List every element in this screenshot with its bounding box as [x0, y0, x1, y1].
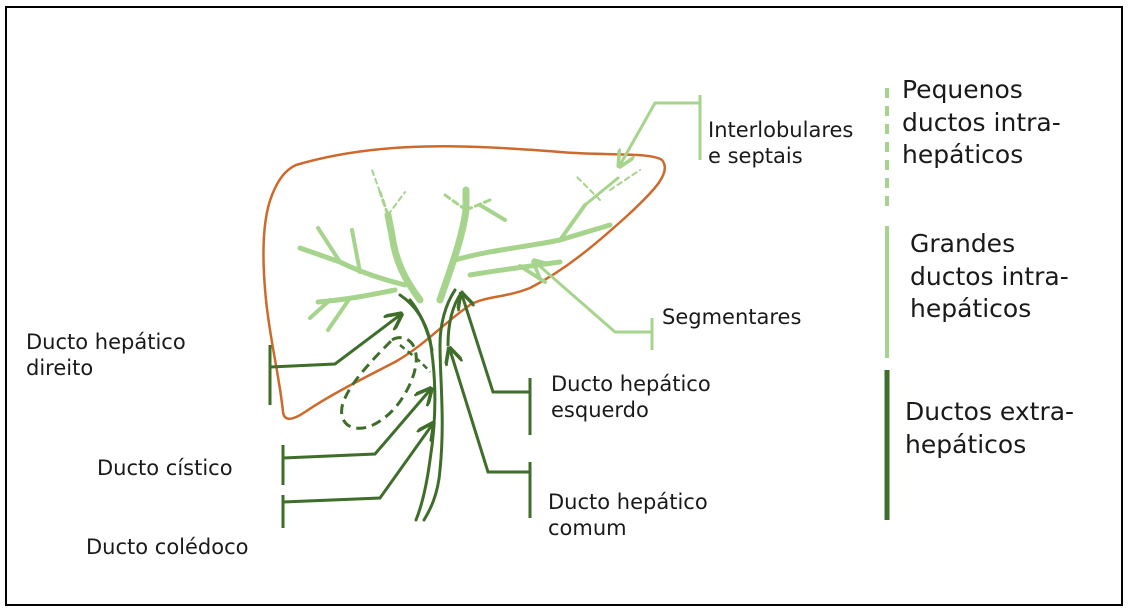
- ducto-hepatico-direito-pointer: [270, 315, 400, 405]
- label-ducto-hepatico-esquerdo: Ducto hepático esquerdo: [551, 372, 711, 423]
- ducto-cistico-pointer: [283, 390, 430, 485]
- extrahepatic-ducts: [400, 290, 462, 520]
- label-ducto-hepatico-comum: Ducto hepático comum: [548, 490, 708, 541]
- ducto-coledoco-pointer: [283, 425, 432, 528]
- label-comum-line1: Ducto hepático: [548, 490, 708, 516]
- label-direito-line2: direito: [26, 356, 186, 382]
- legend-label-extra: Ductos extra- hepáticos: [905, 396, 1074, 461]
- legend-extra-line1: Ductos extra-: [905, 396, 1074, 429]
- label-esquerdo-line1: Ducto hepático: [551, 372, 711, 398]
- legend-pequenos-line2: ductos intra-: [902, 107, 1061, 140]
- label-direito-line1: Ducto hepático: [26, 330, 186, 356]
- label-interlobulares-line2: e septais: [708, 144, 853, 170]
- label-ducto-cistico: Ducto cístico: [97, 456, 233, 482]
- legend-pequenos-line3: hepáticos: [902, 139, 1061, 172]
- legend-pequenos-line1: Pequenos: [902, 74, 1061, 107]
- label-segmentares: Segmentares: [662, 305, 801, 331]
- legend-grandes-line3: hepáticos: [910, 293, 1069, 326]
- label-interlobulares-line1: Interlobulares: [708, 118, 853, 144]
- label-cistico-line1: Ducto cístico: [97, 456, 233, 482]
- ducto-hepatico-esquerdo-pointer: [462, 295, 530, 435]
- label-ducto-coledoco: Ducto colédoco: [86, 535, 249, 561]
- intrahepatic-ducts-right: [300, 170, 420, 330]
- label-segmentares-line1: Segmentares: [662, 305, 801, 331]
- label-esquerdo-line2: esquerdo: [551, 398, 711, 424]
- label-interlobulares: Interlobulares e septais: [708, 118, 853, 169]
- legend-extra-line2: hepáticos: [905, 429, 1074, 462]
- legend-label-grandes: Grandes ductos intra- hepáticos: [910, 228, 1069, 326]
- ducto-hepatico-comum-pointer: [450, 350, 530, 518]
- legend-grandes-line1: Grandes: [910, 228, 1069, 261]
- label-comum-line2: comum: [548, 516, 708, 542]
- intrahepatic-ducts-left: [440, 170, 640, 300]
- label-coledoco-line1: Ducto colédoco: [86, 535, 249, 561]
- legend-label-pequenos: Pequenos ductos intra- hepáticos: [902, 74, 1061, 172]
- label-ducto-hepatico-direito: Ducto hepático direito: [26, 330, 186, 381]
- legend-grandes-line2: ductos intra-: [910, 261, 1069, 294]
